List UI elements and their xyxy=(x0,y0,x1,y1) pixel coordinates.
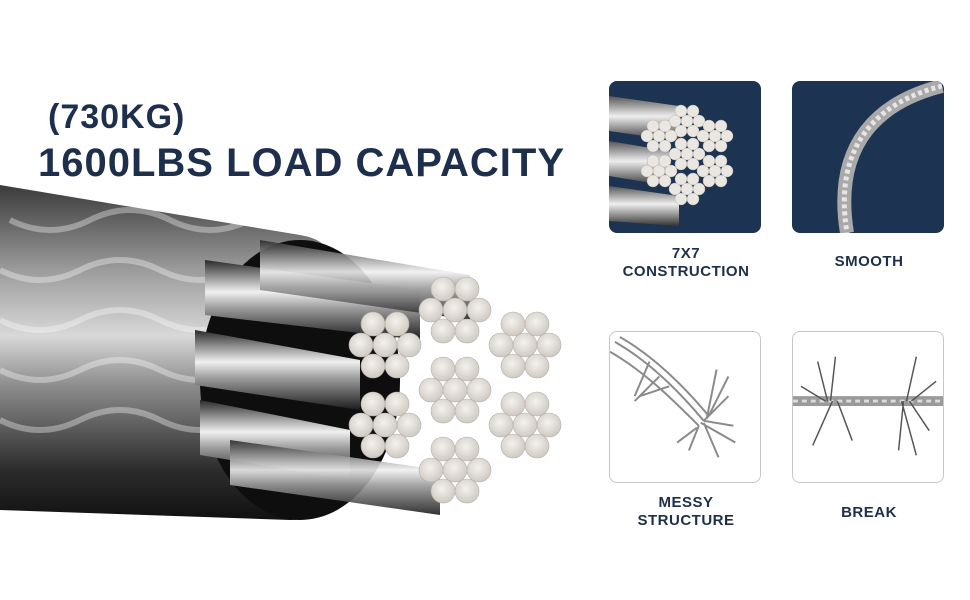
break-caption: BREAK xyxy=(841,504,897,521)
smooth-cable-icon xyxy=(837,81,944,233)
break-tile xyxy=(792,331,944,483)
construction-7x7-tile xyxy=(609,81,761,233)
smooth-caption: SMOOTH xyxy=(834,253,904,270)
headline: (730KG) 1600LBS LOAD CAPACITY xyxy=(38,98,565,186)
smooth-tile xyxy=(792,81,944,233)
messy-structure-caption: MESSY STRUCTURE xyxy=(637,494,735,529)
load-kg-label: (730KG) xyxy=(48,98,186,136)
construction-7x7-caption: 7X7 CONSTRUCTION xyxy=(622,245,750,280)
cable-cross-section-illustration xyxy=(0,185,562,520)
frayed-cable-icon xyxy=(610,336,736,458)
load-capacity-title: 1600LBS LOAD CAPACITY xyxy=(38,141,566,185)
messy-structure-tile xyxy=(609,331,761,483)
wire-cross-section-icon xyxy=(609,96,734,226)
broken-cable-icon xyxy=(793,356,943,456)
